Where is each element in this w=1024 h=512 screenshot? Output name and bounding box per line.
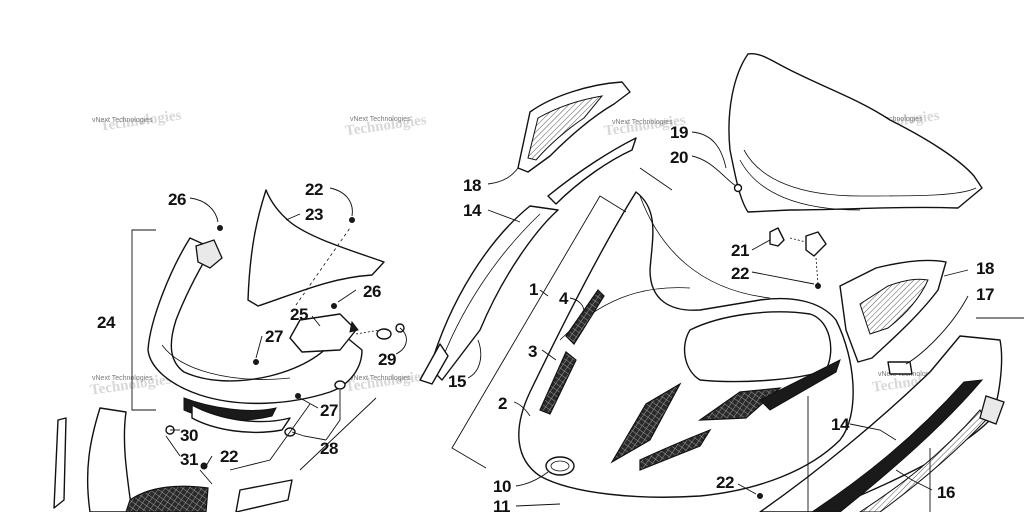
part-16-side-panel bbox=[759, 335, 1003, 512]
part-20-grommet bbox=[733, 183, 743, 193]
part-21-bracket bbox=[769, 227, 785, 247]
part-26-screw bbox=[217, 225, 223, 231]
hood-lower-mesh bbox=[639, 428, 712, 471]
part-28-grommet bbox=[334, 380, 346, 390]
callout-24: 24 bbox=[97, 313, 116, 332]
part-4-vent-mesh bbox=[565, 289, 605, 345]
callout-20: 20 bbox=[670, 148, 688, 167]
callout-4: 4 bbox=[559, 289, 569, 308]
callout-21: 21 bbox=[731, 241, 749, 260]
hood-side-mesh-right bbox=[697, 387, 782, 421]
callout-27-a: 27 bbox=[265, 327, 283, 346]
svg-text:vNext Technologies: vNext Technologies bbox=[350, 116, 411, 123]
callout-14-b: 14 bbox=[831, 415, 850, 434]
part-17-clip bbox=[887, 361, 913, 375]
part-22-screw-3 bbox=[200, 462, 208, 470]
hood-front-mesh bbox=[610, 382, 682, 464]
bracket-24 bbox=[131, 229, 156, 411]
callout-25: 25 bbox=[290, 305, 308, 324]
svg-text:vNext Technologies: vNext Technologies bbox=[350, 375, 411, 382]
watermark-6: Technologies vNext Technologies bbox=[344, 368, 428, 395]
svg-text:vNext Technologies: vNext Technologies bbox=[92, 117, 153, 124]
part-22-screw-5 bbox=[757, 493, 763, 499]
callout-10: 10 bbox=[493, 477, 511, 496]
callout-15: 15 bbox=[448, 372, 466, 391]
svg-text:vNext Technologies: vNext Technologies bbox=[92, 375, 153, 382]
callout-30: 30 bbox=[180, 426, 198, 445]
callout-26-a: 26 bbox=[168, 190, 186, 209]
part-22-screw-4 bbox=[815, 283, 821, 289]
callout-18-a: 18 bbox=[463, 176, 481, 195]
part-24-bracket bbox=[195, 239, 223, 269]
lower-vent-mesh bbox=[125, 485, 209, 512]
callout-22-a: 22 bbox=[305, 180, 323, 199]
callout-19: 19 bbox=[670, 123, 688, 142]
callout-27-b: 27 bbox=[320, 401, 338, 420]
callout-22-d: 22 bbox=[716, 473, 734, 492]
svg-text:vNext Technologies: vNext Technologies bbox=[862, 116, 923, 123]
part-15-trim bbox=[419, 343, 449, 385]
callout-23: 23 bbox=[305, 205, 323, 224]
callout-17: 17 bbox=[976, 285, 994, 304]
callout-28: 28 bbox=[320, 439, 338, 458]
hood-stripe bbox=[759, 359, 841, 411]
part-21-clip bbox=[805, 231, 827, 257]
part-16-graphic-stripe bbox=[811, 379, 984, 512]
part-23-inner-panel bbox=[247, 189, 385, 307]
part-14-upper-strip bbox=[429, 205, 559, 381]
part-10-logo bbox=[545, 456, 575, 476]
part-18-right-vent-grille bbox=[859, 278, 929, 335]
callout-31: 31 bbox=[180, 450, 198, 469]
bracket-1 bbox=[451, 195, 627, 469]
lower-panel-left bbox=[86, 407, 133, 512]
part-3-vent-mesh bbox=[539, 351, 577, 415]
callout-14-a: 14 bbox=[463, 201, 482, 220]
side-trim-left bbox=[53, 417, 67, 509]
callout-2: 2 bbox=[498, 394, 507, 413]
watermark-5: Technologies vNext Technologies bbox=[89, 371, 173, 398]
callout-1: 1 bbox=[529, 280, 538, 299]
watermark-1: Technologies vNext Technologies bbox=[92, 107, 182, 134]
part-27-screw bbox=[253, 359, 259, 365]
leader-lines bbox=[165, 131, 969, 507]
part-22-screw bbox=[349, 217, 355, 223]
callout-18-b: 18 bbox=[976, 259, 994, 278]
part-29-washer bbox=[376, 328, 392, 340]
svg-text:vNext Technologies: vNext Technologies bbox=[612, 119, 673, 126]
callout-26-b: 26 bbox=[363, 282, 381, 301]
callout-22-b: 22 bbox=[220, 447, 238, 466]
callout-11: 11 bbox=[493, 497, 510, 512]
callout-3: 3 bbox=[528, 342, 537, 361]
part-19-windshield bbox=[728, 53, 983, 213]
part-26-screw-2 bbox=[331, 303, 337, 309]
callout-29: 29 bbox=[378, 350, 396, 369]
watermark-2: Technologies vNext Technologies bbox=[344, 112, 428, 139]
part-24-cowl bbox=[147, 237, 363, 405]
part-27-screw-2 bbox=[295, 393, 301, 399]
callout-22-c: 22 bbox=[731, 264, 749, 283]
callout-16: 16 bbox=[937, 483, 955, 502]
